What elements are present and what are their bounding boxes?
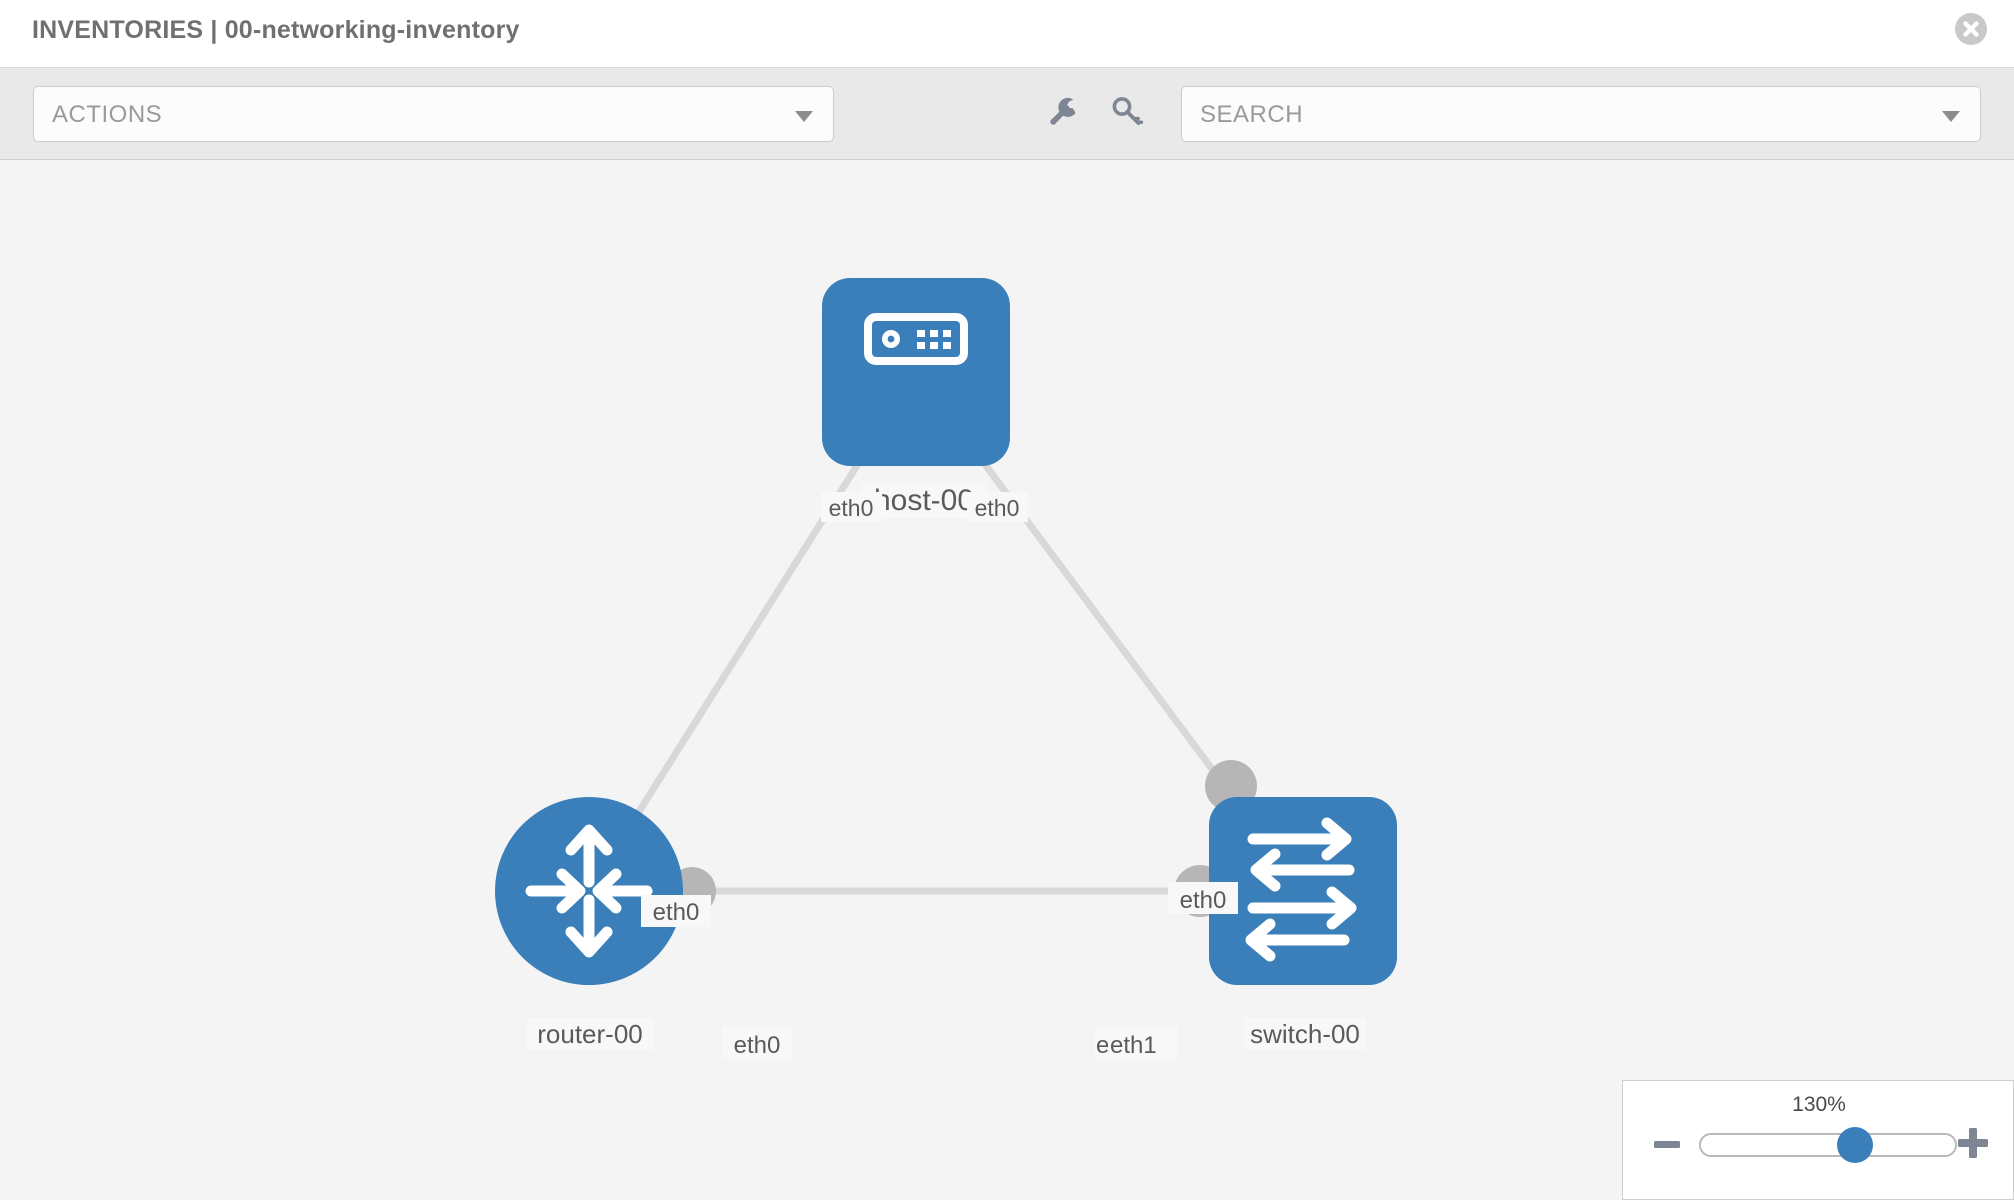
- iface-label-router-switch-text: eth0: [734, 1032, 781, 1059]
- iface-label-host-switch-text: eth0: [975, 495, 1020, 521]
- search-placeholder-text: SEARCH: [1200, 101, 1304, 128]
- iface-label-switch-host-text: eth0: [1180, 887, 1227, 914]
- node-label-host-00-text: host-00: [874, 484, 974, 517]
- actions-dropdown[interactable]: ACTIONS: [33, 86, 834, 142]
- node-host-00-shape[interactable]: [822, 278, 1010, 466]
- iface-label-switch-host: eth0: [1168, 882, 1238, 914]
- chevron-down-icon: [795, 111, 813, 122]
- zoom-level-label: 130%: [1792, 1093, 1846, 1116]
- topology-canvas[interactable]: host-00 router-00 switch-00 eth0 eth0: [0, 160, 2014, 1200]
- iface-label-host-switch: eth0: [967, 492, 1028, 522]
- node-switch-00[interactable]: [1209, 797, 1397, 985]
- minus-icon[interactable]: [1651, 1129, 1683, 1161]
- zoom-control-panel: 130%: [1622, 1080, 2014, 1200]
- title-bar: INVENTORIES | 00-networking-inventory: [0, 0, 2014, 68]
- server-device-icon: [864, 313, 968, 365]
- node-label-router-00: router-00: [527, 1018, 653, 1050]
- search-input[interactable]: SEARCH: [1181, 86, 1981, 142]
- bidirectional-arrows-icon: [1245, 817, 1357, 962]
- toolbar: ACTIONS SEARCH: [0, 68, 2014, 160]
- node-label-switch-00-text: switch-00: [1250, 1019, 1360, 1049]
- iface-label-switch-router-overlap-b: eth1: [1108, 1027, 1178, 1059]
- chevron-down-icon[interactable]: [1942, 111, 1960, 122]
- iface-label-switch-router-b-text: eth1: [1110, 1032, 1157, 1059]
- iface-label-router-host-text: eth0: [653, 899, 700, 926]
- wrench-icon[interactable]: [1042, 90, 1086, 134]
- iface-label-host-router: eth0: [821, 492, 882, 522]
- four-arrows-inward-icon: [525, 824, 653, 958]
- node-label-switch-00: switch-00: [1244, 1018, 1366, 1050]
- node-label-host-00: host-00: [862, 484, 986, 518]
- iface-label-router-host: eth0: [641, 895, 711, 927]
- page-title: INVENTORIES | 00-networking-inventory: [32, 16, 520, 44]
- key-icon[interactable]: [1105, 90, 1149, 134]
- close-icon[interactable]: [1952, 10, 1990, 48]
- iface-label-host-router-text: eth0: [829, 495, 874, 521]
- node-router-00[interactable]: [495, 797, 683, 985]
- topology-graph: host-00 router-00 switch-00 eth0 eth0: [495, 278, 1397, 1059]
- zoom-slider-thumb[interactable]: [1837, 1127, 1873, 1163]
- node-label-router-00-text: router-00: [537, 1019, 643, 1049]
- iface-label-router-switch: eth0: [722, 1027, 792, 1059]
- plus-icon[interactable]: [1955, 1125, 1991, 1161]
- zoom-slider-track[interactable]: [1699, 1133, 1957, 1157]
- node-router-00-shape[interactable]: [495, 797, 683, 985]
- node-host-00[interactable]: [822, 278, 1010, 466]
- actions-dropdown-label: ACTIONS: [52, 101, 163, 128]
